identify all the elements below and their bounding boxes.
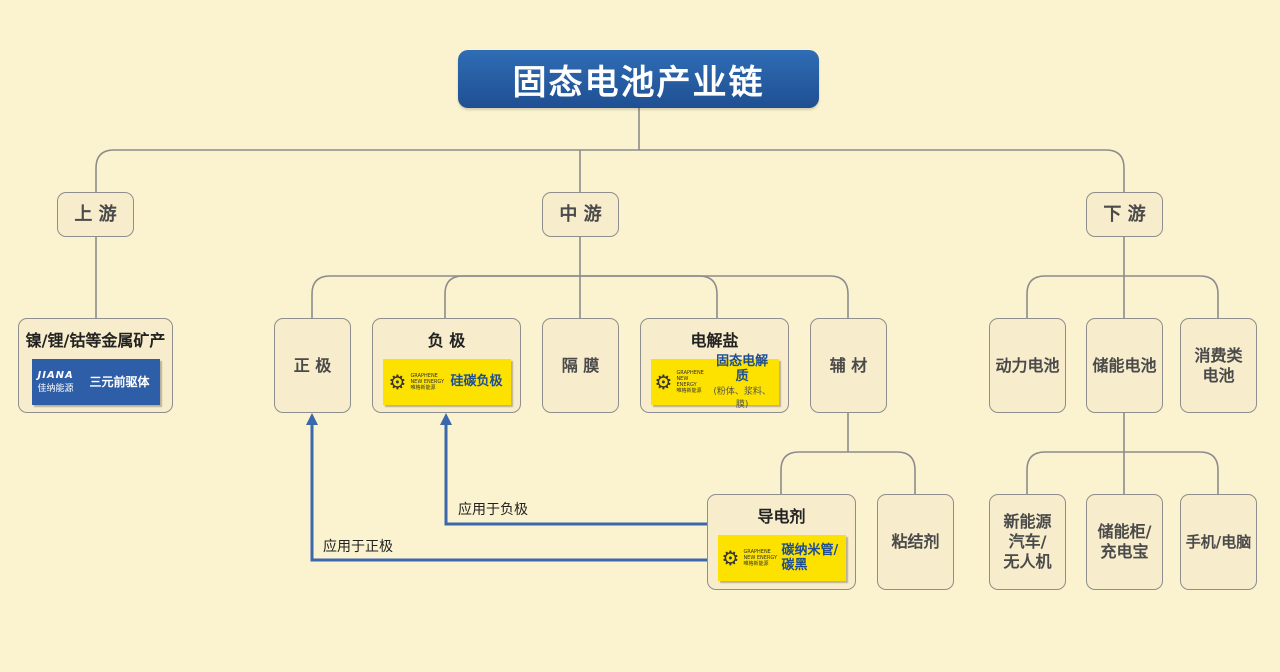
silicon-carbon-anode-label: 硅碳负极 xyxy=(450,374,503,389)
gear-logo-icon: ⚙ xyxy=(654,369,673,394)
nev-box: 新能源汽车/无人机 xyxy=(989,494,1066,590)
jiana-logo: JIANA 佳纳能源 三元前驱体 xyxy=(31,358,160,405)
apply-to-cathode-label: 应用于正极 xyxy=(323,539,393,555)
cabinet-label: 储能柜/充电宝 xyxy=(1097,522,1152,561)
electrolyte-label: 电解盐 xyxy=(690,330,739,350)
upstream-minerals-box: 镍/锂/钴等金属矿产 JIANA 佳纳能源 三元前驱体 xyxy=(18,318,173,413)
upstream-label: 上 游 xyxy=(74,203,117,225)
storage-battery-label: 储能电池 xyxy=(1092,355,1157,375)
page-title: 固态电池产业链 xyxy=(458,50,819,108)
precursor-label: 三元前驱体 xyxy=(89,375,150,389)
gear-logo-icon: ⚙ xyxy=(721,546,740,570)
cathode-box: 正 极 xyxy=(274,318,351,413)
cabinet-box: 储能柜/充电宝 xyxy=(1086,494,1163,590)
flow-arrow-cathode xyxy=(310,424,707,562)
phone-box: 手机/电脑 xyxy=(1180,494,1257,590)
consumer-battery-box: 消费类电池 xyxy=(1180,318,1257,413)
binder-box: 粘结剂 xyxy=(877,494,954,590)
solid-electrolyte-label: 固态电解质 xyxy=(716,353,769,384)
upstream-header: 上 游 xyxy=(57,192,134,237)
midstream-label: 中 游 xyxy=(559,203,602,225)
gear-logo-icon: ⚙ xyxy=(388,369,407,394)
nev-label: 新能源汽车/无人机 xyxy=(1003,512,1052,571)
power-battery-box: 动力电池 xyxy=(989,318,1066,413)
midstream-header: 中 游 xyxy=(542,192,619,237)
cathode-label: 正 极 xyxy=(293,355,332,375)
conductive-label: 导电剂 xyxy=(757,507,806,526)
auxiliary-label: 辅 材 xyxy=(829,355,868,375)
auxiliary-box: 辅 材 xyxy=(810,318,887,413)
anode-label: 负 极 xyxy=(427,330,466,350)
carbon-nanotube-label: 碳纳米管/碳黑 xyxy=(781,543,839,573)
jiana-brand-cn: 佳纳能源 xyxy=(37,383,74,394)
binder-label: 粘结剂 xyxy=(891,532,940,551)
flow-arrow-anode xyxy=(444,424,707,526)
solid-electrolyte-sub: (粉体、浆料、膜) xyxy=(713,386,771,410)
power-battery-label: 动力电池 xyxy=(995,355,1060,375)
jiana-brand: JIANA xyxy=(37,369,74,381)
downstream-label: 下 游 xyxy=(1103,203,1146,225)
separator-label: 隔 膜 xyxy=(561,355,600,375)
downstream-header: 下 游 xyxy=(1086,192,1163,237)
separator-box: 隔 膜 xyxy=(542,318,619,413)
apply-to-anode-label: 应用于负极 xyxy=(458,502,528,518)
consumer-battery-label: 消费类电池 xyxy=(1194,345,1243,385)
storage-battery-box: 储能电池 xyxy=(1086,318,1163,413)
phone-label: 手机/电脑 xyxy=(1185,533,1252,551)
minerals-label: 镍/锂/钴等金属矿产 xyxy=(25,330,166,350)
